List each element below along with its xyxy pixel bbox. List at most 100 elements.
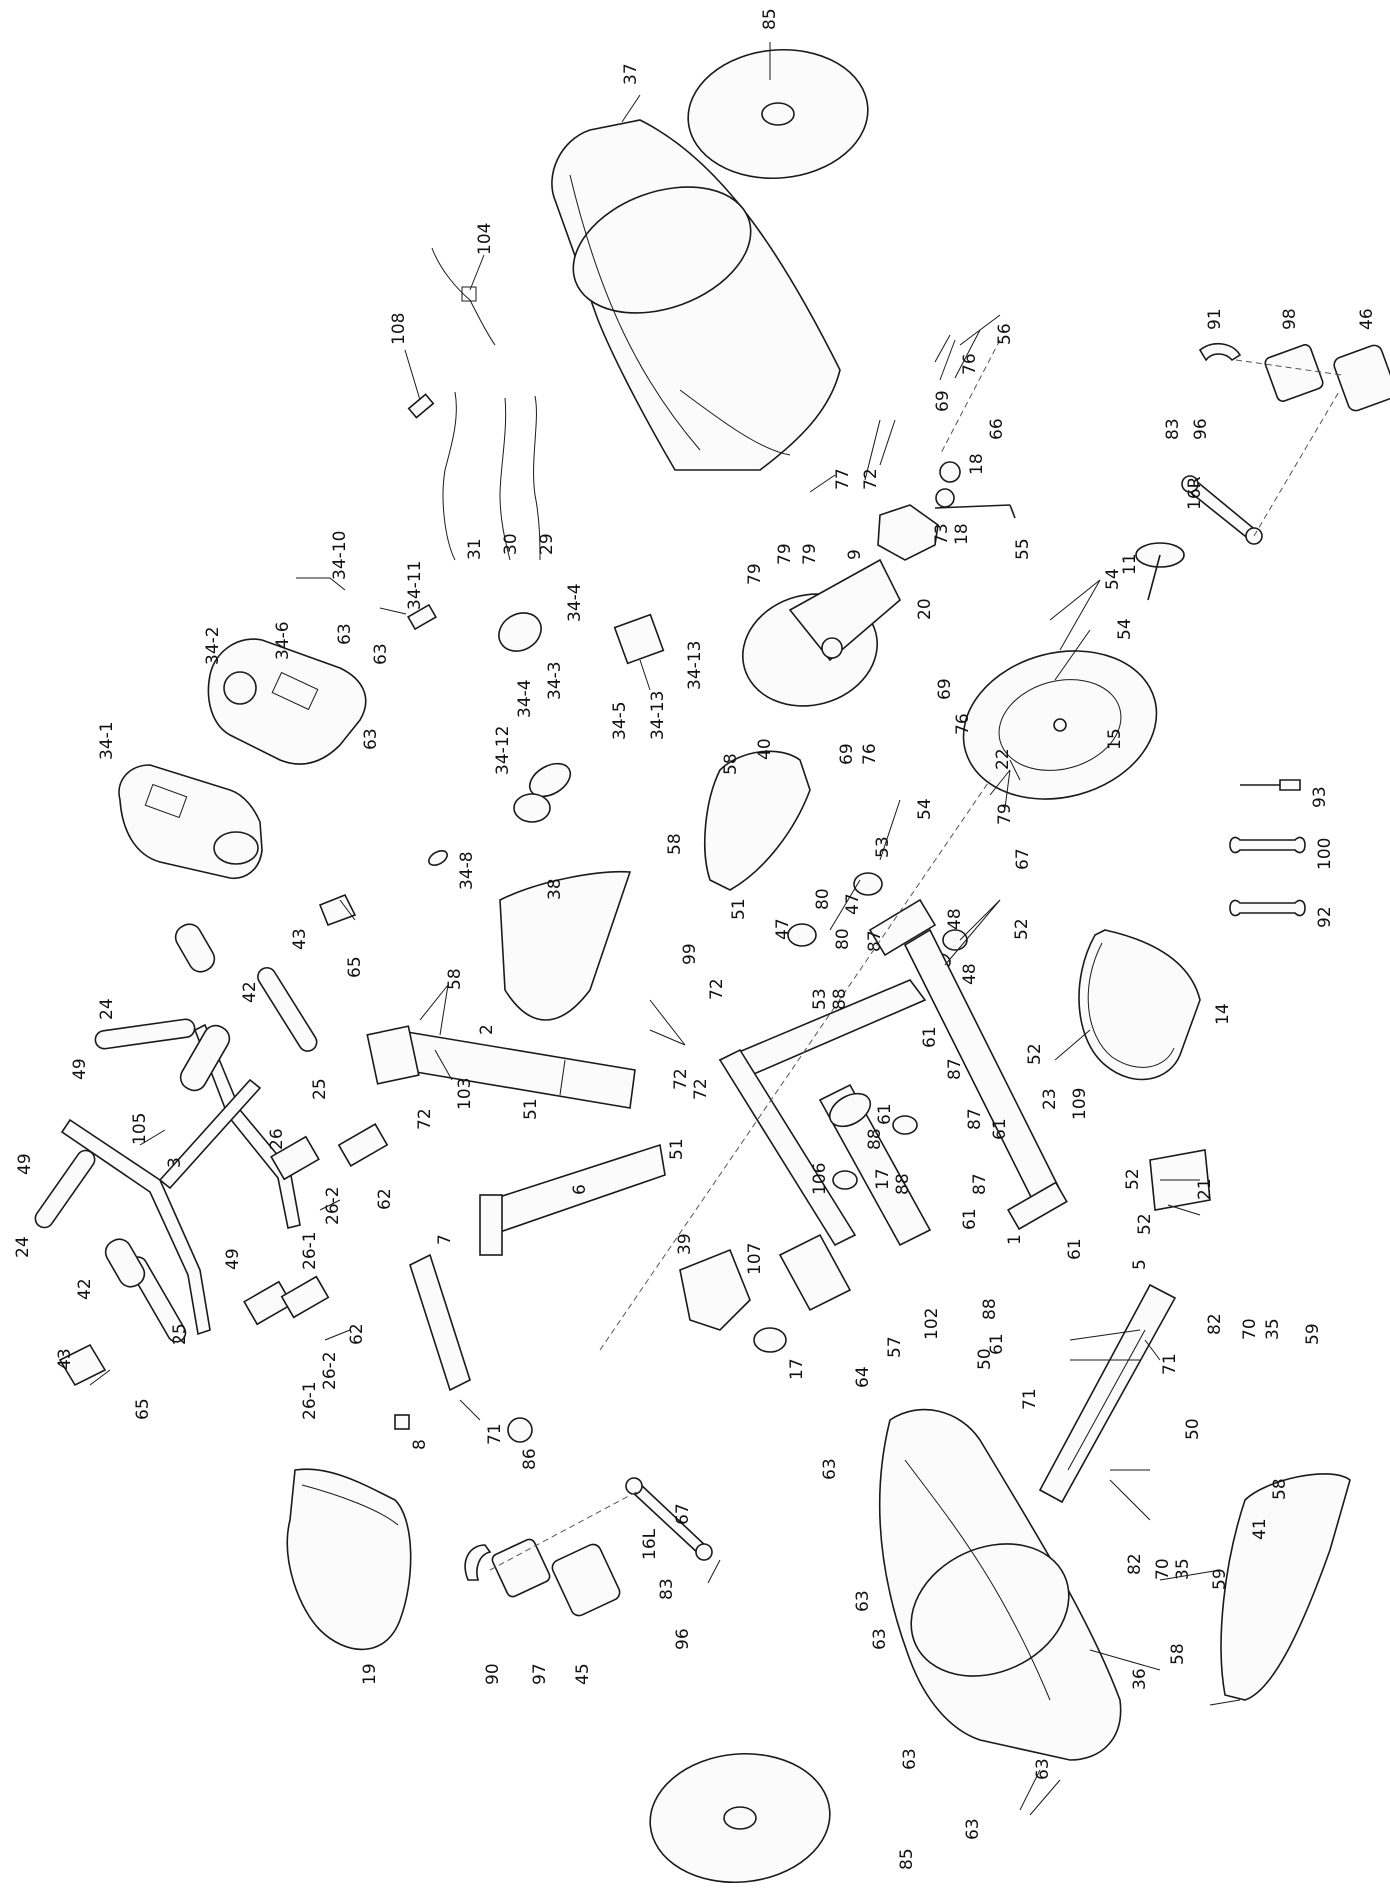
label-83-a: 83 [1163, 418, 1183, 440]
label-48-a: 48 [945, 908, 965, 930]
label-73: 73 [932, 523, 952, 545]
label-63-a: 63 [335, 623, 355, 645]
label-109: 109 [1070, 1088, 1090, 1120]
part-2-upright-post [366, 1025, 636, 1109]
label-98: 98 [1280, 308, 1300, 330]
label-8: 8 [410, 1439, 430, 1450]
label-63-d: 63 [820, 1458, 840, 1480]
part-19-seat [286, 1468, 412, 1651]
label-80-a: 80 [813, 888, 833, 910]
part-34-10-34-11-cables [296, 577, 437, 631]
part-labels: 85 37 104 108 31 30 29 34-10 34-11 34-6 … [13, 8, 1377, 1870]
label-65-b: 65 [133, 1398, 153, 1420]
label-30: 30 [501, 533, 521, 555]
label-88-b: 88 [865, 1128, 885, 1150]
label-77: 77 [833, 468, 853, 490]
label-9: 9 [845, 549, 865, 560]
label-58-a: 58 [721, 753, 741, 775]
label-61-e: 61 [1065, 1238, 1085, 1260]
label-34-2: 34-2 [203, 626, 223, 665]
label-26-2-a: 26-2 [323, 1186, 343, 1225]
label-41: 41 [1250, 1518, 1270, 1540]
label-48-b: 48 [960, 963, 980, 985]
part-11-axle [1135, 542, 1185, 601]
label-6: 6 [570, 1184, 590, 1195]
label-34-10: 34-10 [330, 531, 350, 580]
label-23: 23 [1040, 1088, 1060, 1110]
part-15-flywheel [962, 650, 1158, 800]
label-46: 46 [1357, 308, 1377, 330]
label-87-a: 87 [865, 930, 885, 952]
label-59-b: 59 [1210, 1568, 1230, 1590]
label-66: 66 [987, 418, 1007, 440]
label-64: 64 [853, 1366, 873, 1388]
part-frame-hardware [599, 779, 991, 1353]
label-3: 3 [165, 1157, 185, 1168]
label-93: 93 [1310, 786, 1330, 808]
label-5: 5 [1130, 1259, 1150, 1270]
label-67-a: 67 [1013, 848, 1033, 870]
label-19: 19 [360, 1663, 380, 1685]
label-40: 40 [755, 738, 775, 760]
label-42-b: 42 [75, 1278, 95, 1300]
part-37-upper-shroud [551, 119, 841, 471]
part-sensor-wires [407, 391, 541, 561]
label-63-b: 63 [371, 643, 391, 665]
part-tools [1229, 779, 1306, 917]
label-14: 14 [1213, 1003, 1233, 1025]
part-1-main-frame [718, 898, 1068, 1312]
label-63-h: 63 [963, 1818, 983, 1840]
part-34-1-console [118, 764, 263, 879]
part-104-wire [431, 247, 496, 346]
label-53-b: 53 [810, 988, 830, 1010]
label-34-13-a: 34-13 [648, 691, 668, 740]
label-24-a: 24 [97, 998, 117, 1020]
label-70-b: 70 [1153, 1558, 1173, 1580]
label-54-c: 54 [915, 798, 935, 820]
label-58-d: 58 [1270, 1478, 1290, 1500]
part-14-belt [1078, 929, 1201, 1081]
label-47-a: 47 [843, 893, 863, 915]
label-70-a: 70 [1240, 1318, 1260, 1340]
label-51-a: 51 [729, 898, 749, 920]
label-90: 90 [483, 1663, 503, 1685]
label-61-c: 61 [990, 1118, 1010, 1140]
label-34-4-a: 34-4 [565, 583, 585, 622]
label-82-a: 82 [1205, 1313, 1225, 1335]
label-34-4-b: 34-4 [515, 679, 535, 718]
label-52-a: 52 [1012, 918, 1032, 940]
label-65-a: 65 [345, 956, 365, 978]
label-63-e: 63 [853, 1590, 873, 1612]
label-47-b: 47 [773, 918, 793, 940]
label-56: 56 [995, 323, 1015, 345]
label-26-1-b: 26-1 [300, 1381, 320, 1420]
label-61-b: 61 [875, 1103, 895, 1125]
label-34-8: 34-8 [457, 851, 477, 890]
label-55: 55 [1013, 538, 1033, 560]
label-31: 31 [465, 538, 485, 560]
label-18-b: 18 [952, 523, 972, 545]
label-24-b: 24 [13, 1236, 33, 1258]
label-61-d: 61 [960, 1208, 980, 1230]
label-35-b: 35 [1173, 1558, 1193, 1580]
label-63-i: 63 [1033, 1758, 1053, 1780]
label-76-c: 76 [860, 743, 880, 765]
label-72-a: 72 [861, 468, 881, 490]
label-88-d: 88 [980, 1298, 1000, 1320]
label-34-12: 34-12 [493, 726, 513, 775]
label-49-c: 49 [223, 1248, 243, 1270]
label-87-b: 87 [945, 1058, 965, 1080]
label-88-a: 88 [830, 988, 850, 1010]
label-63-g: 63 [900, 1748, 920, 1770]
label-71-a: 71 [485, 1423, 505, 1445]
label-45: 45 [573, 1663, 593, 1685]
part-16L-left-crank [464, 1477, 713, 1617]
label-34-13-b: 34-13 [685, 641, 705, 690]
label-53-a: 53 [873, 836, 893, 858]
label-54-a: 54 [1103, 568, 1123, 590]
label-63-f: 63 [870, 1628, 890, 1650]
label-11: 11 [1120, 553, 1140, 575]
label-97: 97 [530, 1663, 550, 1685]
label-1: 1 [1005, 1234, 1025, 1245]
